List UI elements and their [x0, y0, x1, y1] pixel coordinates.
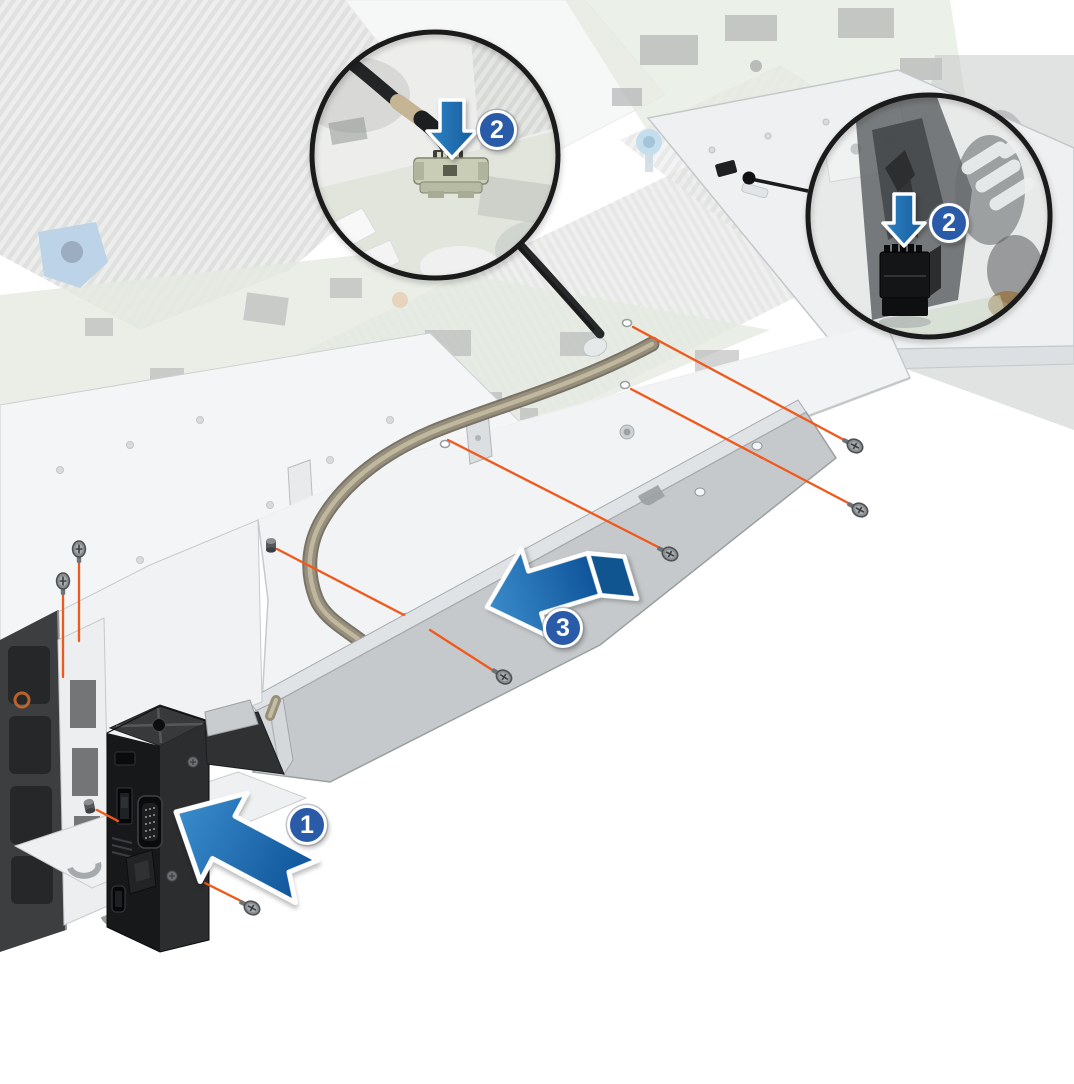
usb-port: [116, 787, 133, 825]
screw-leader-lines: [61, 325, 854, 906]
micro-usb-port: [111, 885, 126, 913]
step-badge-1: 1: [287, 805, 327, 845]
wall-oval-cutout: [582, 337, 608, 357]
wall-stud: [619, 424, 635, 440]
step-badge-2-left: 2: [477, 110, 517, 150]
info-tag-slot: [114, 751, 136, 766]
screw: [838, 432, 866, 457]
board-connector: [715, 160, 738, 177]
step-badge-2-left-label: 2: [490, 116, 504, 144]
down-arrow-icon: [881, 192, 927, 248]
callout-circle-right: [805, 92, 1053, 340]
standoff-screw: [266, 538, 276, 553]
screw: [235, 894, 263, 919]
bracket-hook: [638, 485, 665, 506]
module-latch: [125, 849, 157, 895]
deck-holes: [708, 118, 830, 199]
step-badge-1-label: 1: [300, 811, 314, 839]
module-mount-plate: [204, 699, 259, 737]
step-badge-2-right-label: 2: [942, 209, 956, 237]
callout-leaders: [518, 160, 809, 332]
rear-connectors: [612, 8, 942, 106]
screw: [843, 496, 871, 521]
step-badge-3: 3: [543, 608, 583, 648]
down-arrow-icon: [425, 98, 479, 160]
vga-port: [137, 795, 163, 849]
copper-pad: [392, 292, 408, 308]
leader-dot: [742, 171, 756, 185]
module-top-screw-hole: [152, 718, 166, 732]
drive-led-ring: [13, 691, 31, 709]
arrow-left-icon: [173, 790, 321, 906]
blue-plunger: [636, 129, 662, 172]
control-panel-cable-dark: [515, 240, 605, 339]
control-panel-module: [106, 704, 211, 953]
module-side-screws: [166, 756, 199, 882]
step-badge-2-right: 2: [929, 203, 969, 243]
module-ridges: [111, 837, 133, 858]
drive-bay-face: [0, 609, 67, 952]
right-callout-ring: [805, 92, 1053, 340]
right-callout-content: [814, 95, 1043, 337]
magnified-black-connector: [879, 244, 941, 328]
module-outline: [106, 705, 210, 953]
left-callout-leader-line: [518, 246, 596, 332]
arrow-left-fold-icon: [484, 546, 640, 639]
cable-end-segment: [265, 695, 281, 721]
step-badge-3-label: 3: [556, 614, 570, 642]
board-screw: [750, 60, 762, 72]
control-panel-cable: [302, 336, 660, 670]
foot-slot: [67, 862, 102, 879]
right-callout-leader-line: [750, 177, 809, 193]
left-callout-ring: [309, 29, 561, 281]
blue-riser-latch: [38, 222, 108, 288]
